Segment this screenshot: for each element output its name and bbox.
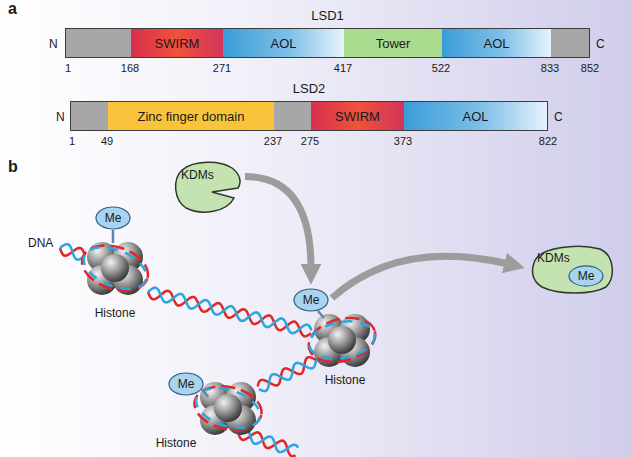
methyl-group: Me: [95, 206, 131, 230]
text-label: C: [596, 37, 605, 51]
residue-number: 833: [541, 61, 559, 75]
residue-number: 275: [301, 134, 319, 148]
curved-arrow: [332, 256, 509, 298]
dna-strand: [60, 244, 85, 260]
protein-bar: LSD1SWIRMAOLTowerAOL: [65, 28, 590, 58]
enzyme-label: KDMs: [528, 243, 570, 265]
residue-number: 522: [432, 61, 450, 75]
histone-1: [76, 238, 154, 299]
domain-name: AOL: [462, 109, 488, 124]
panel-letter: b: [8, 160, 18, 174]
domain-name: SWIRM: [155, 36, 200, 51]
zinc-finger-domain: Zinc finger domain: [108, 102, 274, 130]
methyl-group: Me: [293, 288, 329, 312]
dna-helix: [60, 244, 316, 456]
methyl-label: Me: [95, 206, 131, 225]
residue-number: 1: [65, 61, 71, 75]
text-label: N: [49, 37, 58, 51]
text-label: N: [56, 110, 65, 124]
residue-number: 168: [121, 61, 139, 75]
domain-name: AOL: [483, 36, 509, 51]
kdm-enzyme: KDMsMe: [528, 243, 614, 293]
dna-strand: [238, 432, 296, 456]
residue-number: 49: [101, 134, 113, 148]
methyl-stems: [113, 230, 324, 397]
dna-strand: [258, 357, 316, 386]
residue-number: 852: [581, 61, 599, 75]
domain-name: AOL: [270, 36, 296, 51]
text-label: Histone: [95, 306, 136, 320]
shape-outline: [294, 289, 328, 311]
domain-name: Zinc finger domain: [138, 109, 245, 124]
residue-number: 373: [394, 134, 412, 148]
methyl-label: Me: [568, 265, 604, 283]
text-label: C: [554, 110, 563, 124]
aol-domain: AOL: [442, 29, 551, 57]
methyl-label: Me: [168, 372, 204, 391]
text-label: Histone: [156, 436, 197, 450]
text-label: DNA: [28, 236, 53, 250]
enzyme-label: KDMs: [172, 160, 214, 182]
protein-name: LSD1: [66, 8, 589, 23]
swirm-domain: SWIRM: [311, 102, 404, 130]
curved-arrow: [245, 177, 311, 269]
residue-number: 1: [69, 134, 75, 148]
enzyme-outline: [528, 243, 614, 293]
residue-number: 237: [264, 134, 282, 148]
domain-name: SWIRM: [335, 109, 380, 124]
residue-number: 417: [334, 61, 352, 75]
kdm-enzyme: KDMs: [172, 160, 242, 215]
panel-letter: a: [8, 2, 17, 16]
shape-outline: [96, 207, 130, 229]
histone-2: [304, 311, 381, 369]
residue-number: 271: [213, 61, 231, 75]
protein-bar: LSD2Zinc finger domainSWIRMAOL: [70, 101, 548, 131]
methyl-label: Me: [293, 288, 329, 307]
shape-outline: [569, 266, 603, 286]
methyl-group: Me: [568, 265, 604, 287]
aol-domain: AOL: [404, 102, 547, 130]
dna-strand: [148, 288, 312, 334]
dna-strand: [259, 360, 316, 391]
text-label: Histone: [325, 373, 366, 387]
shape-outline: [169, 373, 203, 395]
tower-domain: Tower: [344, 29, 442, 57]
aol-domain: AOL: [223, 29, 344, 57]
methyl-group: Me: [168, 372, 204, 396]
swirm-domain: SWIRM: [131, 29, 223, 57]
domain-name: Tower: [376, 36, 411, 51]
residue-number: 822: [539, 134, 557, 148]
protein-name: LSD2: [71, 81, 547, 96]
